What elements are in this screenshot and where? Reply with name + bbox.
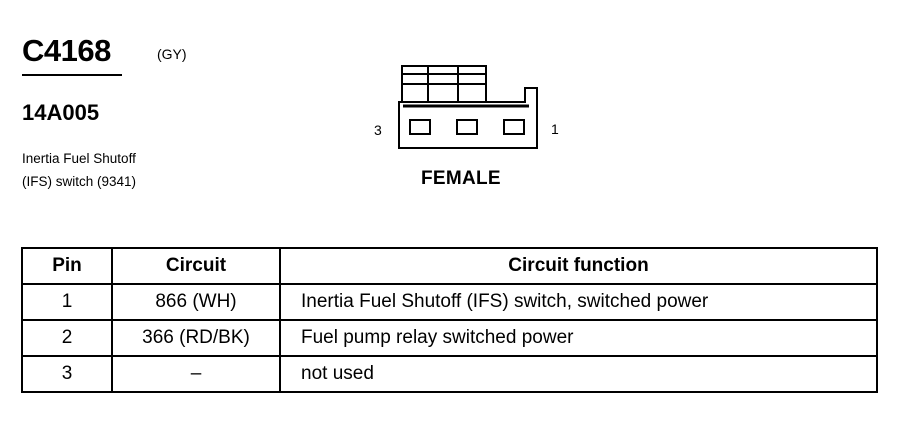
column-header-pin: Pin	[21, 247, 113, 285]
connector-gender-label: FEMALE	[421, 168, 501, 189]
circuit-cell: –	[111, 355, 281, 393]
table-header-row: Pin Circuit Circuit function	[21, 247, 878, 285]
function-cell: Inertia Fuel Shutoff (IFS) switch, switc…	[279, 283, 878, 321]
table-row: 2 366 (RD/BK) Fuel pump relay switched p…	[21, 319, 878, 357]
component-description-line2: (IFS) switch (9341)	[22, 174, 137, 189]
color-code: (GY)	[157, 46, 187, 62]
pin-table: Pin Circuit Circuit function 1 866 (WH) …	[21, 247, 878, 393]
function-cell: Fuel pump relay switched power	[279, 319, 878, 357]
component-description-line1: Inertia Fuel Shutoff	[22, 151, 136, 166]
pin-cavity-3	[409, 119, 431, 135]
pin-label-left: 3	[374, 122, 382, 138]
pin-cavity-2	[456, 119, 478, 135]
part-number: 14A005	[22, 100, 100, 125]
pin-cavity-1	[503, 119, 525, 135]
table-row: 3 – not used	[21, 355, 878, 393]
title-underline	[22, 74, 122, 76]
pin-label-right: 1	[551, 121, 559, 137]
circuit-cell: 866 (WH)	[111, 283, 281, 321]
table-row: 1 866 (WH) Inertia Fuel Shutoff (IFS) sw…	[21, 283, 878, 321]
connector-body	[398, 87, 538, 149]
column-header-circuit: Circuit	[111, 247, 281, 285]
column-header-function: Circuit function	[279, 247, 878, 285]
pin-cell: 1	[21, 283, 113, 321]
function-cell: not used	[279, 355, 878, 393]
pin-cell: 3	[21, 355, 113, 393]
circuit-cell: 366 (RD/BK)	[111, 319, 281, 357]
connector-id: C4168	[22, 33, 111, 68]
connector-face-diagram	[398, 65, 538, 149]
pin-cell: 2	[21, 319, 113, 357]
